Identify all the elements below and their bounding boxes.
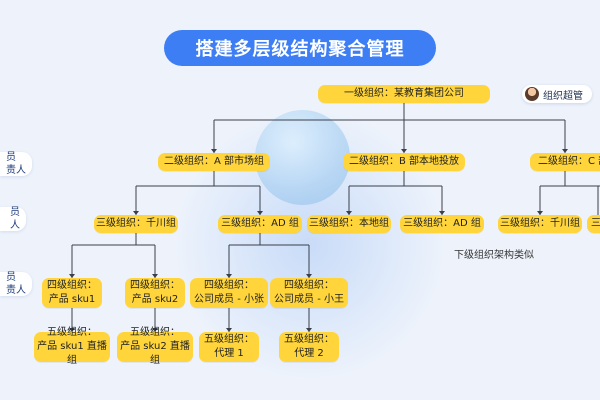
org-admin-label: 组织超管	[543, 90, 583, 102]
level3-node-local[interactable]: 三级组织：本地组	[307, 215, 391, 233]
level5-node-sku1-live[interactable]: 五级组织： 产品 sku1 直播组	[34, 327, 110, 366]
org-admin-badge[interactable]: 组织超管	[522, 85, 592, 103]
background-sphere	[255, 110, 350, 205]
side-label-level2: 员 责人	[0, 152, 32, 176]
level3-node-ad-b[interactable]: 三级组织：AD 组	[400, 215, 484, 233]
level1-node[interactable]: 一级组织：某教育集团公司	[318, 85, 490, 103]
level5-node-agent2[interactable]: 五级组织： 代理 2	[279, 332, 339, 362]
side-label-level3: 员 人	[0, 207, 26, 231]
level2-node-c[interactable]: 二级组织：C 部	[530, 153, 600, 171]
level5-node-sku2-live[interactable]: 五级组织： 产品 sku2 直播组	[117, 327, 193, 366]
level4-node-sku2[interactable]: 四级组织： 产品 sku2	[125, 278, 185, 308]
level2-node-a[interactable]: 二级组织：A 部市场组	[158, 153, 270, 171]
level3-node-qianchuan-c[interactable]: 三级组织：千川组	[498, 215, 582, 233]
page-title: 搭建多层级结构聚合管理	[164, 30, 436, 66]
level5-node-agent1[interactable]: 五级组织： 代理 1	[199, 332, 259, 362]
sub-org-note: 下级组织架构类似	[454, 250, 534, 261]
level3-node-cut[interactable]: 三	[587, 215, 600, 233]
level3-node-qianchuan[interactable]: 三级组织：千川组	[94, 215, 178, 233]
level2-node-b[interactable]: 二级组织：B 部本地投放	[343, 153, 465, 171]
side-label-level4: 员 责人	[0, 272, 32, 296]
level4-node-sku1[interactable]: 四级组织： 产品 sku1	[42, 278, 102, 308]
avatar-icon	[525, 87, 539, 101]
level4-node-wang[interactable]: 四级组织： 公司成员 - 小王	[270, 278, 348, 308]
level4-node-zhang[interactable]: 四级组织： 公司成员 - 小张	[190, 278, 268, 308]
level3-node-ad-a[interactable]: 三级组织：AD 组	[218, 215, 302, 233]
